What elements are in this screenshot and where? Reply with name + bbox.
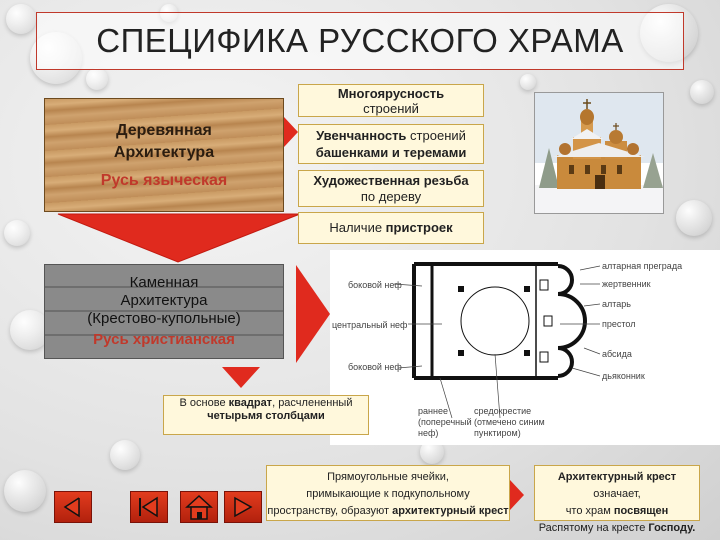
base-bold-1: квадрат [229,397,272,409]
stone-architecture-box: Каменная Архитектура (Крестово-купольные… [44,264,284,359]
feature-2-bold: Увенчанность [316,128,406,143]
feature-annexes: Наличие пристроек [298,212,484,244]
wooden-church-drawing [535,93,663,213]
arrow-right-wood [284,117,298,147]
next-slide-button[interactable] [224,491,262,523]
feature-3-rest: по дереву [361,189,421,204]
feature-multitier: Многоярусность строений [298,84,484,117]
label-prestol: престол [602,319,635,329]
cells-line-2: примыкающие к подкупольному [306,488,469,500]
church-floor-plan: боковой неф центральный неф боковой неф … [330,250,720,445]
first-slide-icon [131,492,167,522]
cross-line-3-pre: Распятому на кресте [539,522,649,534]
label-central-nave: центральный неф [332,320,407,330]
first-slide-button[interactable] [130,491,168,523]
feature-crowning: Увенчанность строений башенками и терема… [298,124,484,164]
stone-line-2: Архитектура [121,292,208,310]
label-altar: алтарь [602,299,631,309]
base-bold-2: четырьмя столбцами [207,410,325,422]
cross-line-2-pre: что храм [566,505,614,517]
base-pre: В основе [180,397,229,409]
base-square-note: В основе квадрат, расчлененный четырьмя … [163,395,369,435]
feature-3-bold: Художественная резьба [313,173,468,188]
cells-note: Прямоугольные ячейки, примыкающие к подк… [266,465,510,521]
label-apse: абсида [602,349,632,359]
feature-2-rest: строений [406,128,465,143]
arrow-down-big [58,214,300,262]
home-icon [181,492,217,522]
cross-line-2-bold: посвящен [614,505,668,517]
label-side-nave-2: боковой неф [348,362,402,372]
wooden-church-image [534,92,664,214]
label-zhertvennik: жертвенник [602,279,651,289]
return-icon [55,492,91,522]
cross-line-3-bold: Господу. [648,522,695,534]
feature-carving: Художественная резьба по дереву [298,170,484,207]
cross-rest-1: означает, [593,488,640,500]
cells-line-3-bold: архитектурный крест [392,505,509,517]
stone-line-3: (Крестово-купольные) [87,310,240,328]
cross-meaning-note: Архитектурный крест означает, что храм п… [534,465,700,521]
label-narthex: раннее (поперечный неф) [418,406,468,439]
feature-4-pre: Наличие [329,220,385,235]
feature-4-bold: пристроек [386,220,453,235]
cells-line-1: Прямоугольные ячейки, [327,471,449,483]
stone-line-4: Русь христианская [93,330,235,350]
label-altar-barrier: алтарная преграда [602,261,682,271]
label-diakonnik: дьяконник [602,371,645,381]
home-button[interactable] [180,491,218,523]
cross-bold-1: Архитектурный крест [558,471,676,483]
feature-2-line2: башенками и теремами [316,145,467,160]
cells-line-3-pre: пространству, образуют [267,505,392,517]
label-side-nave: боковой неф [348,280,402,290]
arrow-down-small [222,367,260,388]
label-crossing: средокрестие (отмечено синим пунктиром) [474,406,560,439]
arrow-right-stone [296,265,330,363]
arrow-right-cells [510,480,524,510]
next-slide-icon [225,492,261,522]
return-button[interactable] [54,491,92,523]
feature-1-bold: Многоярусность [338,86,444,101]
feature-1-rest: строений [363,101,419,116]
stone-line-1: Каменная [130,274,199,292]
base-mid: , расчлененный [272,397,352,409]
